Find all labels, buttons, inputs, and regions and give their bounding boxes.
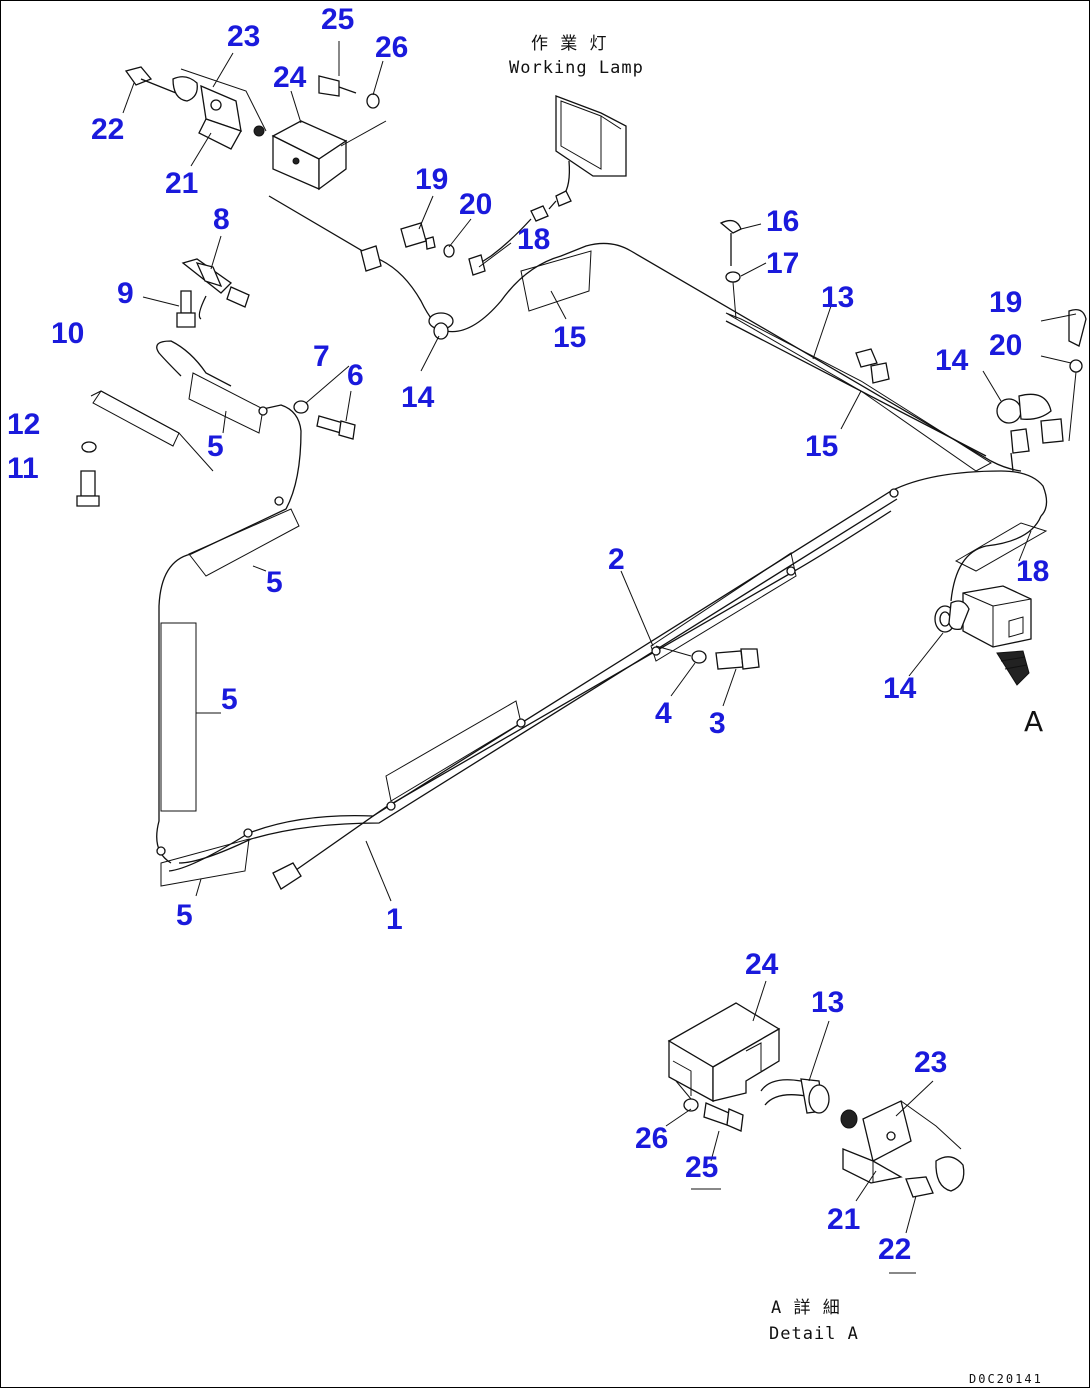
callout-20-right: 20 [989,329,1022,362]
callout-5-a: 5 [207,430,224,463]
callout-5-d: 5 [176,899,193,932]
working-lamp [470,95,627,270]
callout-26: 26 [375,31,408,64]
callout-17: 17 [766,247,799,280]
callout-11: 11 [7,452,39,485]
callout-23: 23 [227,20,260,53]
callout-21: 21 [165,167,198,200]
callout-19-right: 19 [989,286,1022,319]
right-lamp-unit [934,522,1048,648]
callout-25: 25 [321,3,354,36]
callout-23-detail: 23 [914,1046,947,1079]
callout-25-detail: 25 [685,1151,718,1184]
callout-3: 3 [709,707,726,740]
callout-16: 16 [766,205,799,238]
callout-6: 6 [347,359,364,392]
callout-13-detail: 13 [811,986,844,1019]
callout-14-top: 14 [401,381,435,414]
callout-1: 1 [386,903,403,936]
detail-a-caption-en: Detail A [769,1324,859,1344]
drawing-code: D0C20141 [969,1372,1043,1386]
callout-21-detail: 21 [827,1203,860,1236]
callout-14-lower: 14 [883,672,917,705]
callout-19-top: 19 [415,163,448,196]
callout-26-detail: 26 [635,1122,668,1155]
callout-14-right: 14 [935,344,969,377]
callout-10: 10 [51,317,84,350]
callout-15-right: 15 [805,430,838,463]
callout-9: 9 [117,277,134,310]
view-arrow-a [996,650,1030,686]
callout-24-detail: 24 [745,948,779,981]
callout-13: 13 [821,281,854,314]
callout-12: 12 [7,408,40,441]
callout-24: 24 [273,61,307,94]
callout-20-top: 20 [459,188,492,221]
working-lamp-caption-en: Working Lamp [509,58,644,78]
main-harness [156,195,1048,878]
callout-5-c: 5 [221,683,238,716]
connector-part-1 [272,862,302,890]
harness-sleeves [90,250,992,887]
harness-clamps [156,406,899,856]
working-lamp-caption-jp: 作 業 灯 [531,34,607,54]
callout-4: 4 [655,697,672,730]
callout-7: 7 [313,340,330,373]
leader-lines [122,41,1077,1234]
detail-a-caption-jp: A 詳 細 [771,1298,841,1318]
callout-numbers: 25 26 23 24 22 21 8 9 10 12 11 19 20 18 … [7,3,1049,1266]
callout-18-top: 18 [517,223,550,256]
right-side-parts [719,219,1087,472]
left-side-parts [76,258,356,507]
callout-5-b: 5 [266,566,283,599]
callout-18-right: 18 [1016,555,1049,588]
callout-22-detail: 22 [878,1233,911,1266]
bolt-3-washer-4 [655,645,760,670]
detail-a-assembly [667,1002,965,1274]
upper-bracket-assembly [124,66,387,191]
lamp-harness-parts [360,222,486,340]
callout-2: 2 [608,543,625,576]
view-letter-a: A [1024,705,1044,738]
callout-22: 22 [91,113,124,146]
callout-8: 8 [213,203,230,236]
callout-15-top: 15 [553,321,586,354]
